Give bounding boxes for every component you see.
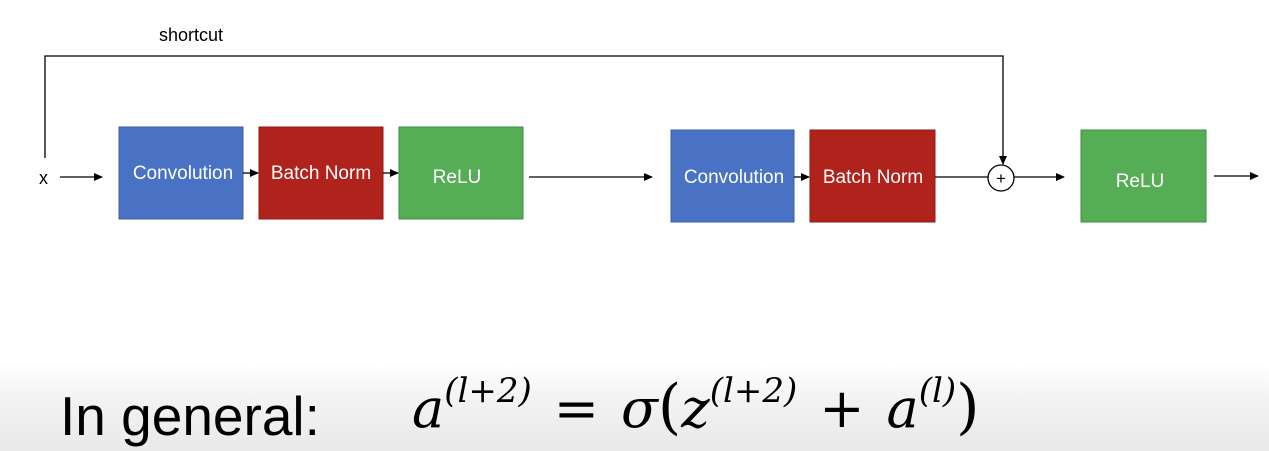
batch-norm-block-2-label: Batch Norm (823, 167, 923, 188)
input-label: x (39, 168, 48, 188)
relu-block-2 (1080, 129, 1207, 223)
sum-node (987, 164, 1015, 192)
formula-plus: + (819, 377, 865, 440)
formula-lhs-base: a (412, 377, 445, 440)
formula-equals: = (553, 377, 599, 440)
formula-z-superscript: (l+2) (709, 371, 798, 411)
formula-lhs-superscript: (l+2) (444, 371, 532, 411)
residual-block-diagram: shortcut x Convolution Batch Norm ReLU C… (39, 25, 1259, 223)
bottom-band (0, 362, 1269, 451)
formula-a-superscript: (l) (918, 371, 957, 411)
convolution-block-2 (670, 129, 795, 223)
relu-block-2-label: ReLU (1116, 171, 1165, 192)
batch-norm-block-2 (809, 129, 936, 223)
relu-block-1-label: ReLU (433, 167, 482, 188)
formula-open-paren: ( (657, 372, 682, 442)
shortcut-connection (44, 55, 1007, 165)
formula-lead-text: In general: (60, 385, 320, 447)
formula-close-paren: ) (956, 372, 980, 442)
shortcut-label: shortcut (159, 25, 223, 45)
formula-a-base: a (886, 377, 919, 440)
formula-sigma: σ (620, 377, 658, 440)
convolution-block-1-label: Convolution (133, 163, 233, 184)
convolution-block-2-label: Convolution (684, 167, 784, 188)
formula-math: a(l+2)=σ(z(l+2)+a(l)) (412, 371, 980, 442)
general-formula: In general: a(l+2)=σ(z(l+2)+a(l)) (60, 371, 1260, 451)
batch-norm-block-1-label: Batch Norm (271, 163, 371, 184)
relu-block-1 (398, 126, 524, 220)
convolution-block-1 (118, 126, 244, 220)
sum-symbol: + (996, 169, 1006, 188)
formula-z-base: z (681, 377, 710, 440)
